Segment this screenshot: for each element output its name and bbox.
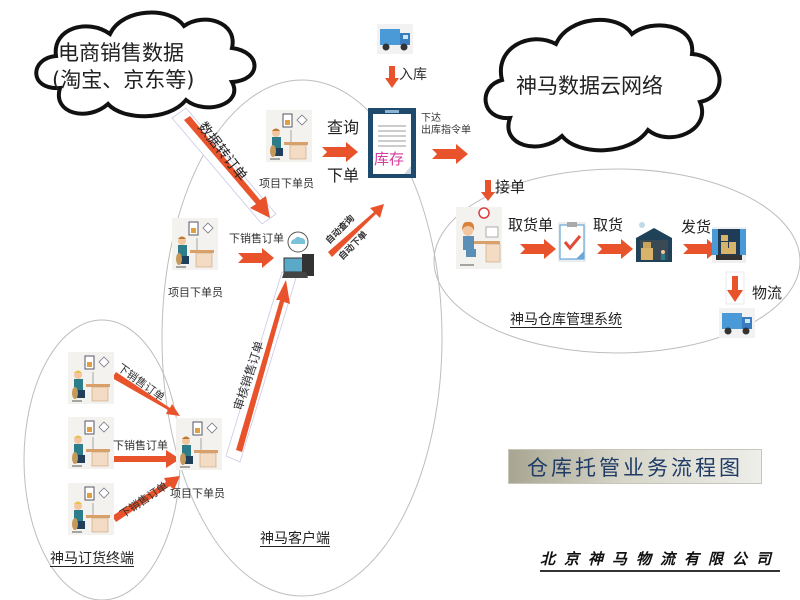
office-worker-icon xyxy=(67,351,115,405)
review-order-arrow xyxy=(225,271,297,463)
ship-label: 发货 xyxy=(681,218,712,236)
pick-list-label: 取货单 xyxy=(508,216,554,234)
clipboard-icon xyxy=(368,108,416,178)
diagram-title-text: 仓库托管业务流程图 xyxy=(527,455,743,480)
office-worker-icon xyxy=(175,417,223,471)
ecommerce-cloud-line2: (淘宝、京东等) xyxy=(52,68,195,92)
data-to-order-arrow xyxy=(171,107,277,225)
clock-icon xyxy=(478,207,490,219)
truck-icon xyxy=(377,24,413,54)
logistics-arrow xyxy=(725,271,745,305)
pick-list-arrow xyxy=(520,239,556,259)
place-order-label: 下单 xyxy=(327,166,360,185)
query-label: 查询 xyxy=(327,118,360,137)
logistics-label: 物流 xyxy=(752,284,783,302)
office-worker-icon xyxy=(171,217,219,271)
query-order-arrow xyxy=(322,142,358,162)
inbound-arrow xyxy=(385,66,399,88)
order-clerk-bottom-label: 项目下单员 xyxy=(170,487,225,500)
network-cloud: 神马数据云网络 xyxy=(516,70,663,100)
checklist-icon xyxy=(558,222,586,262)
office-worker-icon xyxy=(456,207,502,269)
auto-query-arrow xyxy=(328,204,384,257)
ecommerce-cloud-shape xyxy=(34,10,257,119)
truck-icon xyxy=(719,308,755,338)
accept-label: 接单 xyxy=(495,178,526,196)
order-clerk-top-label: 项目下单员 xyxy=(259,177,314,190)
diagram-title: 仓库托管业务流程图 xyxy=(508,449,762,484)
client-region-label: 神马客户端 xyxy=(260,531,330,547)
inbound-label: 入库 xyxy=(399,67,427,83)
issue-label-line1: 下达 xyxy=(421,113,441,124)
ecommerce-cloud: 电商销售数据 (淘宝、京东等) xyxy=(52,40,194,94)
issue-label-line2: 出库指令单 xyxy=(421,125,471,136)
accept-arrow xyxy=(481,180,495,201)
loaded-truck-icon xyxy=(712,227,746,263)
wms-region-label: 神马仓库管理系统 xyxy=(510,312,622,328)
company-name: 北京神马物流有限公司 xyxy=(540,548,781,572)
order-clerk-mid-label: 项目下单员 xyxy=(168,286,223,299)
pick-label: 取货 xyxy=(593,216,624,234)
network-cloud-label: 神马数据云网络 xyxy=(516,74,663,98)
terminal-arrows xyxy=(112,372,180,522)
sales-order-mid-arrow xyxy=(238,248,274,268)
pick-arrow xyxy=(597,239,633,259)
network-cloud-shape xyxy=(483,17,722,153)
office-worker-icon xyxy=(67,416,115,470)
issue-arrow xyxy=(432,144,468,164)
cloud-computer-icon xyxy=(282,231,314,278)
terminal-order-2-label: 下销售订单 xyxy=(113,439,168,452)
ecommerce-cloud-line1: 电商销售数据 xyxy=(58,41,184,65)
order-terminal-region-label: 神马订货终端 xyxy=(50,551,134,567)
wms-region-outline xyxy=(433,168,800,354)
client-region-outline xyxy=(161,79,443,597)
office-worker-icon xyxy=(67,482,115,536)
inventory-label: 库存 xyxy=(374,150,405,168)
sales-order-mid-label: 下销售订单 xyxy=(229,232,284,245)
warehouse-icon xyxy=(636,222,672,262)
office-worker-icon xyxy=(265,109,313,163)
